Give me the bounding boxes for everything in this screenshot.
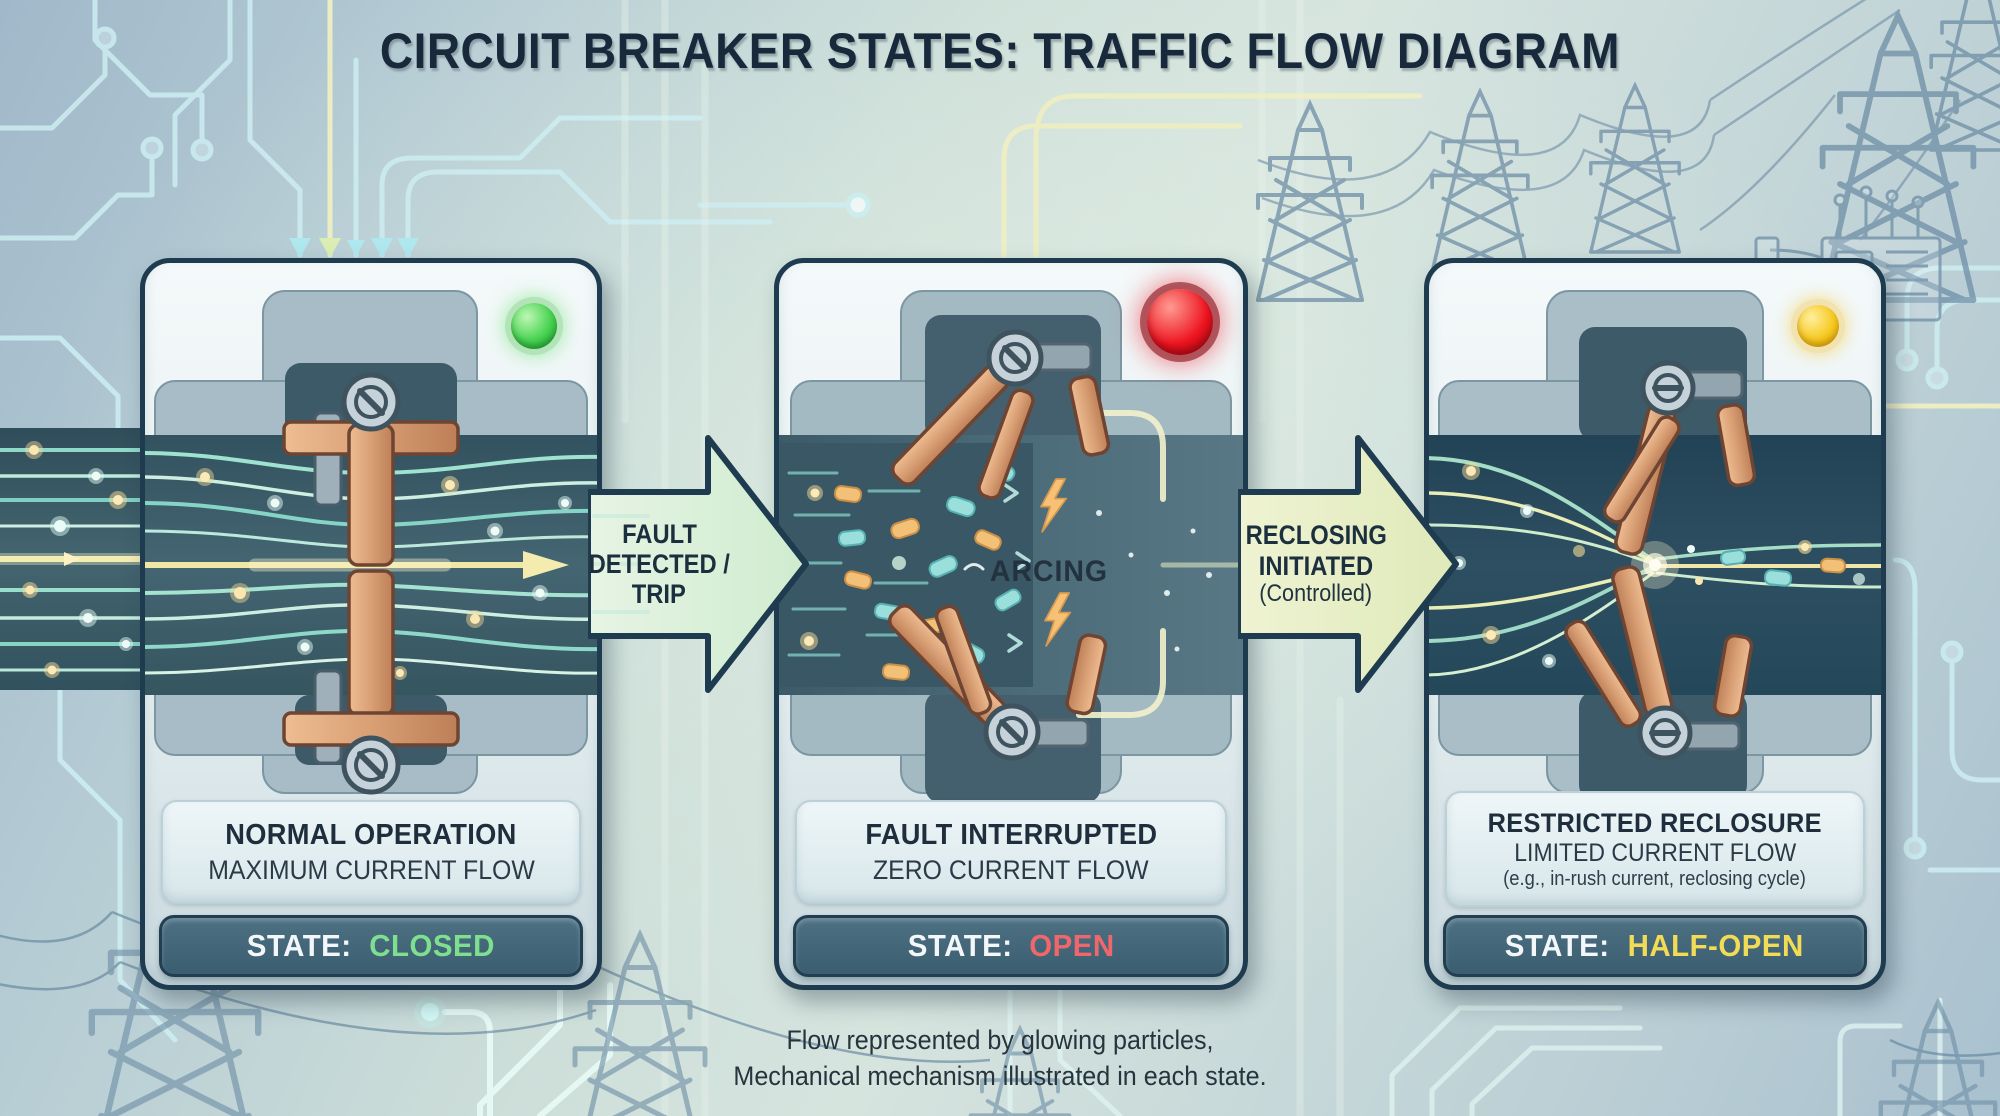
state-label: STATE: bbox=[908, 928, 1013, 963]
caption-line-1: Flow represented by glowing particles, bbox=[786, 1025, 1214, 1055]
panel-half-open-state: RESTRICTED RECLOSURE LIMITED CURRENT FLO… bbox=[1424, 258, 1886, 990]
copper-contacts-open-top bbox=[890, 329, 1111, 500]
block-arrow-icon bbox=[588, 435, 809, 693]
state-badge: STATE: HALF-OPEN bbox=[1443, 915, 1867, 977]
copper-contacts-closed bbox=[282, 372, 460, 795]
panel-name: FAULT INTERRUPTED bbox=[864, 818, 1158, 851]
copper-contacts-half-bottom bbox=[1564, 565, 1754, 761]
state-value: OPEN bbox=[1028, 928, 1115, 963]
flow-particles bbox=[196, 468, 572, 680]
state-value: CLOSED bbox=[368, 928, 495, 963]
state-value: HALF-OPEN bbox=[1627, 928, 1804, 963]
bolt-icon bbox=[341, 735, 401, 795]
transition-arrow-reclose: RECLOSING INITIATED (Controlled) bbox=[1238, 424, 1464, 704]
spark-dots bbox=[1096, 510, 1212, 652]
panel-subtitle: MAXIMUM CURRENT FLOW bbox=[207, 854, 535, 885]
state-badge: STATE: OPEN bbox=[793, 915, 1229, 977]
panel-note: (e.g., in-rush current, reclosing cycle) bbox=[1503, 867, 1807, 890]
breaker-mechanism-half-open bbox=[1429, 290, 1881, 801]
panel-open-state: ARCING FAULT INTERRUPTED ZERO CURRENT FL… bbox=[774, 258, 1248, 990]
arrow-label: FAULT DETECTED / TRIP bbox=[588, 518, 730, 610]
feeder-arrowheads bbox=[289, 238, 419, 258]
green-indicator-light bbox=[511, 303, 557, 349]
panel-closed-state: NORMAL OPERATION MAXIMUM CURRENT FLOW ST… bbox=[140, 258, 602, 990]
breaker-mechanism-closed bbox=[145, 290, 597, 795]
panel-subtitle: LIMITED CURRENT FLOW bbox=[1514, 838, 1796, 867]
lightning-bolt-icon bbox=[1040, 478, 1072, 647]
panel-label-box: RESTRICTED RECLOSURE LIMITED CURRENT FLO… bbox=[1445, 791, 1865, 907]
block-arrow-icon bbox=[1238, 435, 1459, 693]
panel-label-box: FAULT INTERRUPTED ZERO CURRENT FLOW bbox=[795, 800, 1227, 904]
incoming-current-stream bbox=[0, 428, 148, 690]
breaker-mechanism-open bbox=[779, 290, 1243, 803]
stream-particles bbox=[22, 441, 133, 678]
red-indicator-light bbox=[1147, 289, 1213, 355]
transition-arrow-trip: FAULT DETECTED / TRIP bbox=[588, 424, 814, 704]
panel-name: RESTRICTED RECLOSURE bbox=[1487, 807, 1823, 838]
limited-flow-lines bbox=[1429, 456, 1881, 677]
footer-caption: Flow represented by glowing particles, M… bbox=[0, 1022, 2000, 1095]
copper-contacts-half-top bbox=[1602, 360, 1757, 556]
panel-subtitle: ZERO CURRENT FLOW bbox=[873, 854, 1149, 885]
page-title: CIRCUIT BREAKER STATES: TRAFFIC FLOW DIA… bbox=[380, 23, 1620, 79]
state-badge: STATE: CLOSED bbox=[159, 915, 583, 977]
channel-glow-lines bbox=[1076, 410, 1243, 718]
yellow-indicator-light bbox=[1797, 305, 1839, 347]
panel-name: NORMAL OPERATION bbox=[225, 818, 517, 851]
flow-particles bbox=[1452, 462, 1865, 668]
state-label: STATE: bbox=[246, 928, 352, 963]
panel-label-box: NORMAL OPERATION MAXIMUM CURRENT FLOW bbox=[161, 800, 581, 904]
bolt-icon bbox=[341, 372, 401, 432]
pinch-glow bbox=[1631, 541, 1679, 589]
arcing-label: ARCING bbox=[989, 555, 1109, 588]
arrow-label: RECLOSING INITIATED (Controlled) bbox=[1245, 520, 1387, 607]
caption-line-2: Mechanical mechanism illustrated in each… bbox=[733, 1061, 1267, 1092]
arc-squiggle bbox=[963, 563, 985, 571]
copper-contacts-open-bottom bbox=[887, 604, 1108, 761]
state-label: STATE: bbox=[1504, 928, 1610, 963]
